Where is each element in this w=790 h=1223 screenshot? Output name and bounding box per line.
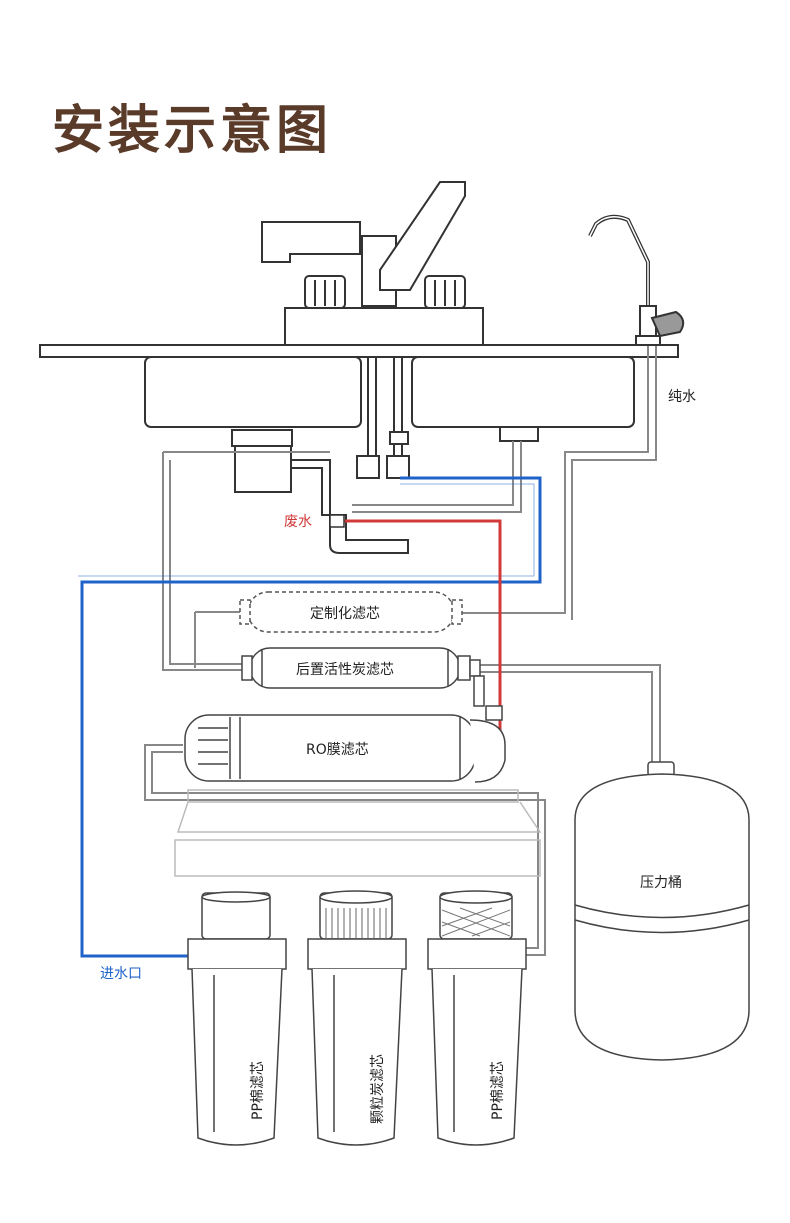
sink-counter <box>39 344 679 442</box>
sink-drain <box>231 429 409 554</box>
custom-filter <box>239 591 463 633</box>
pressure-tank <box>574 761 750 1061</box>
ro-membrane-filter <box>184 705 506 783</box>
custom-filter-label: 定制化滤芯 <box>310 606 380 622</box>
pp-cotton-canister-2 <box>427 890 527 1146</box>
filter-frame <box>174 789 542 877</box>
pure-water-label: 纯水 <box>668 389 696 405</box>
inlet-pipe <box>80 476 542 958</box>
waste-water-label: 废水 <box>284 514 312 530</box>
pp-cotton-2-label: PP棉滤芯 <box>489 1061 506 1120</box>
pressure-tank-label: 压力桶 <box>640 875 682 891</box>
pp-cotton-1-label: PP棉滤芯 <box>249 1061 266 1120</box>
post-carbon-filter <box>241 647 485 707</box>
granular-carbon-label: 颗粒炭滤芯 <box>370 1054 386 1124</box>
kitchen-faucet <box>261 181 484 347</box>
ro-membrane-label: RO膜滤芯 <box>306 742 369 758</box>
pp-cotton-canister-1 <box>187 891 287 1146</box>
waste-pipe <box>336 519 502 730</box>
water-inlet-label: 进水口 <box>100 966 142 982</box>
granular-carbon-canister <box>307 890 407 1146</box>
post-carbon-label: 后置活性炭滤芯 <box>296 662 394 678</box>
page-title: 安装示意图 <box>52 101 333 161</box>
pure-water-faucet <box>588 214 685 347</box>
